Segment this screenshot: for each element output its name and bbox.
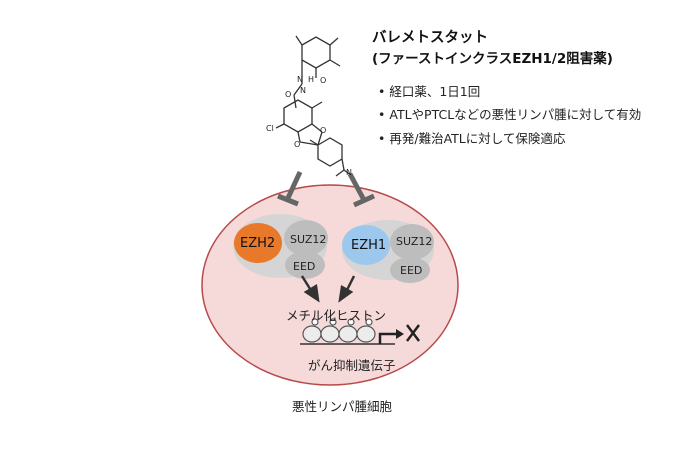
- eed-label-a: EED: [293, 260, 316, 273]
- bullet-approval: 再発/難治ATLに対して保険適応: [378, 128, 565, 147]
- atom-n-ring: N: [297, 75, 303, 84]
- cell-label: 悪性リンパ腫細胞: [292, 399, 393, 414]
- atom-o-amide: O: [285, 90, 292, 99]
- atom-n-amine: N: [346, 168, 352, 177]
- atom-o-dioxole-b: O: [320, 126, 327, 135]
- methylated-histone-label: メチル化ヒストン: [286, 308, 387, 323]
- ezh1-label: EZH1: [351, 238, 387, 253]
- atom-h-ring: H: [308, 75, 315, 84]
- drug-name: バレメトスタット: [372, 30, 488, 46]
- atom-n-amide: N: [300, 86, 306, 95]
- transcription-blocked: [378, 324, 420, 344]
- ezh2-label: EZH2: [240, 236, 276, 251]
- eed-subunit-b: [390, 257, 430, 283]
- tumor-suppressor-genes-label: がん抑制遺伝子: [308, 358, 396, 373]
- prc2-complex-ezh2: [233, 214, 328, 279]
- arrow-ezh2-to-histone: [300, 275, 320, 303]
- ezh1-subunit: [342, 225, 390, 265]
- nucleosome-chain: [300, 318, 395, 345]
- eed-label-b: EED: [400, 264, 423, 277]
- suz12-subunit-a: [284, 220, 328, 256]
- eed-subunit-a: [285, 251, 325, 279]
- atom-o-ring: O: [320, 76, 327, 85]
- bullet-efficacy: ATLやPTCLなどの悪性リンパ腫に対して有効: [378, 104, 641, 123]
- suz12-label-a: SUZ12: [290, 233, 327, 246]
- suz12-subunit-b: [390, 224, 434, 260]
- atom-o-dioxole-a: O: [294, 140, 301, 149]
- nucleosome: [302, 325, 322, 343]
- nucleosome: [320, 325, 340, 343]
- prc2-complex-ezh1: [342, 220, 434, 283]
- inhibition-ezh2: [277, 170, 303, 207]
- drug-class: (ファーストインクラスEZH1/2阻害薬): [372, 51, 613, 67]
- ezh2-subunit: [234, 223, 282, 263]
- suz12-label-b: SUZ12: [396, 235, 433, 248]
- nucleosome: [356, 325, 376, 343]
- chemical-structure: [275, 35, 353, 177]
- inhibition-ezh1: [347, 172, 376, 208]
- atom-cl: Cl: [266, 124, 274, 133]
- arrow-ezh1-to-histone: [338, 275, 356, 303]
- nucleosome: [338, 325, 358, 343]
- bullet-dosing: 経口薬、1日1回: [378, 81, 480, 100]
